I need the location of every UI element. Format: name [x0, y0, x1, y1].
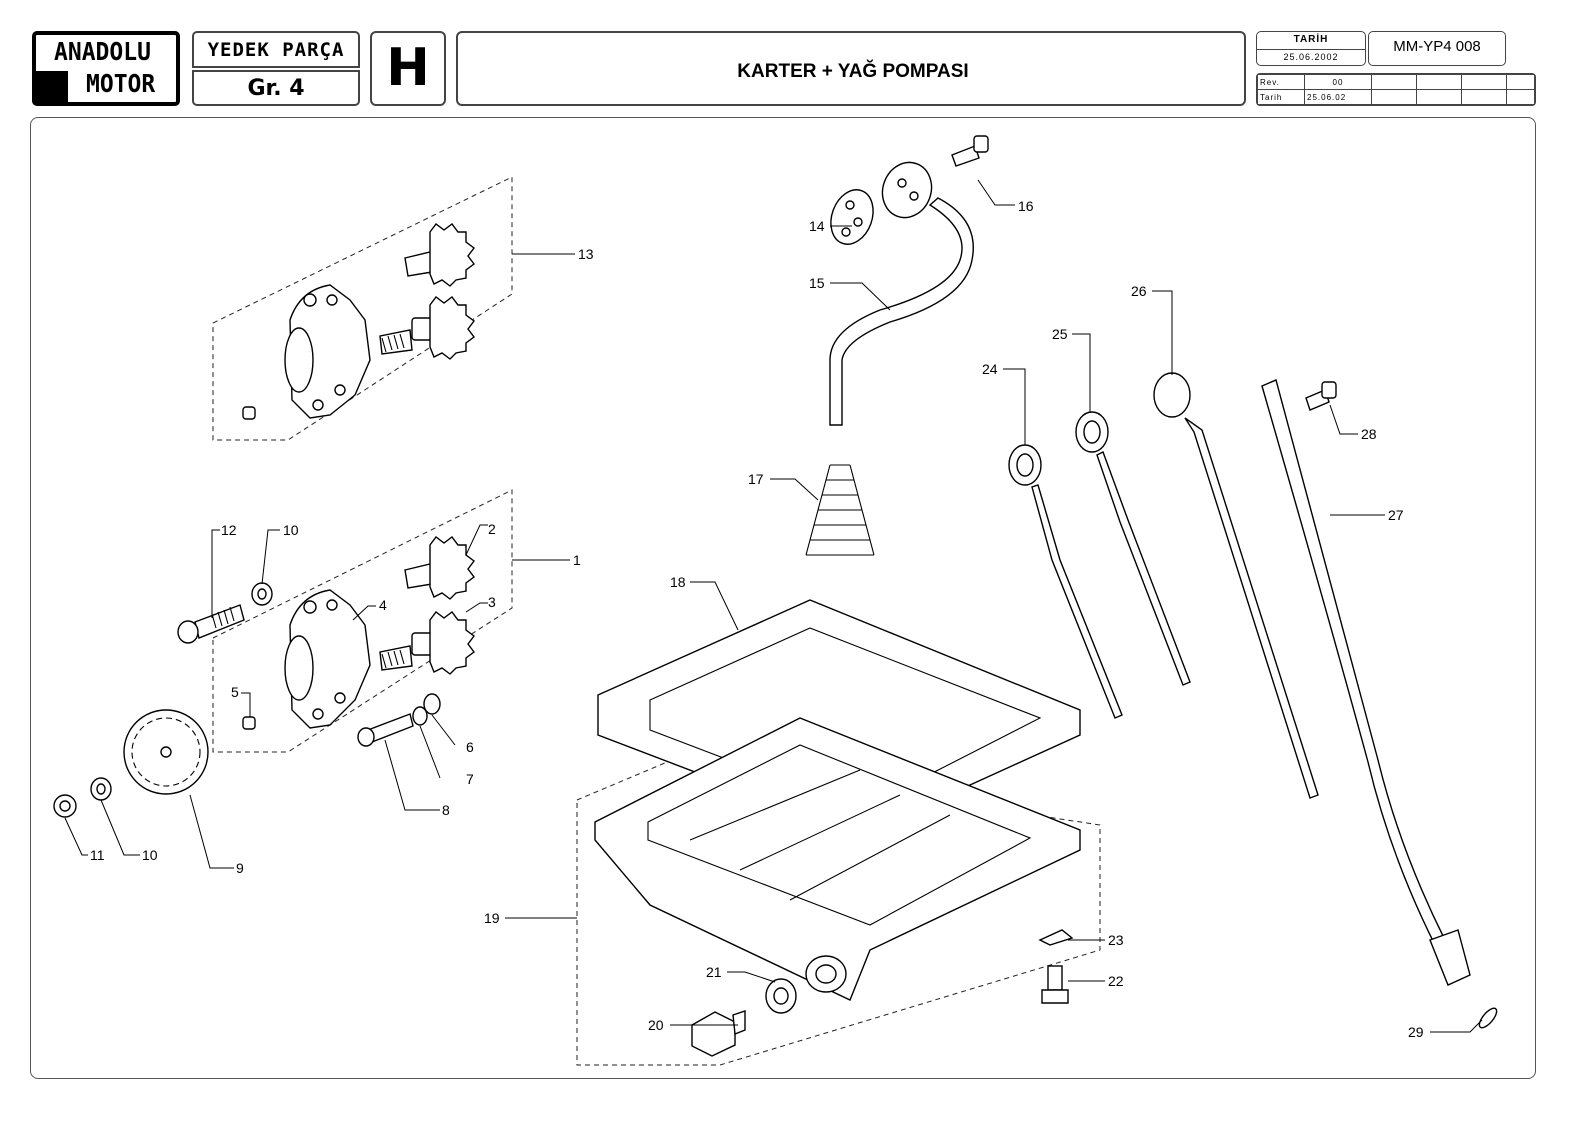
nut-11 [53, 794, 77, 818]
callout-13: 13 [578, 246, 594, 262]
date-label: TARİH [1293, 34, 1329, 45]
callout-10b: 10 [142, 847, 158, 863]
callout-22: 22 [1108, 973, 1124, 989]
callout-24: 24 [982, 361, 998, 377]
bolt-28 [1305, 381, 1337, 411]
callout-8: 8 [442, 802, 450, 818]
callout-20: 20 [648, 1017, 664, 1033]
leader-lines [64, 179, 1483, 1033]
oil-pan-19 [594, 717, 1081, 1001]
bolt-16 [951, 135, 989, 167]
callout-14: 14 [809, 218, 825, 234]
callout-21: 21 [706, 964, 722, 980]
anadolu-motor-logo: ANADOLU MOTOR [32, 31, 180, 106]
callout-16: 16 [1018, 198, 1034, 214]
drawing-frame [30, 117, 1536, 1079]
logo-line-2: MOTOR [86, 69, 156, 98]
callout-25: 25 [1052, 326, 1068, 342]
spare-parts-label: YEDEK PARÇA [192, 31, 360, 68]
callout-17: 17 [748, 471, 764, 487]
strainer-plate-14 [830, 189, 874, 245]
section-letter: H [370, 31, 446, 106]
spring-17 [805, 464, 875, 556]
group-label: Gr. 4 [192, 70, 360, 106]
date-value: 25.06.2002 [1257, 49, 1365, 62]
spare-parts-box: YEDEK PARÇA Gr. 4 [192, 31, 360, 106]
assembly-1-outline [212, 489, 513, 753]
callout-28: 28 [1361, 426, 1377, 442]
bolt-8 [357, 713, 414, 747]
callout-5: 5 [231, 684, 239, 700]
washer-7 [412, 706, 428, 726]
assembly-13-outline [212, 176, 513, 441]
pump-assembly-1 [242, 536, 475, 730]
washer-6 [423, 693, 441, 715]
drain-plug-20 [691, 1010, 746, 1057]
drawing-title: KARTER + YAĞ POMPASI [737, 61, 969, 82]
dipstick-24 [1008, 444, 1123, 719]
callout-12: 12 [221, 522, 237, 538]
lock-plate-23 [1038, 929, 1074, 946]
logo-block [36, 71, 68, 105]
ring-29 [1478, 1007, 1498, 1029]
document-number: MM-YP4 008 [1368, 31, 1506, 66]
revision-table: Rev. 00 Tarih 25.06.02 [1256, 73, 1536, 106]
dipstick-25 [1075, 411, 1191, 686]
callout-29: 29 [1408, 1024, 1424, 1040]
callout-23: 23 [1108, 932, 1124, 948]
logo-line-1: ANADOLU [54, 37, 151, 66]
callout-7: 7 [466, 771, 474, 787]
callout-6: 6 [466, 739, 474, 755]
callout-27: 27 [1388, 507, 1404, 523]
bolt-12 [177, 604, 245, 644]
pump-assembly-13 [242, 223, 475, 420]
callout-2: 2 [488, 521, 496, 537]
dipstick-tube-27 [1261, 379, 1471, 986]
callout-11: 11 [90, 847, 105, 863]
callout-4: 4 [379, 597, 387, 613]
dipstick-26 [1153, 372, 1319, 799]
callout-18: 18 [670, 574, 686, 590]
callout-19: 19 [484, 910, 500, 926]
callout-9: 9 [236, 860, 244, 876]
gear-9 [123, 709, 209, 795]
callout-15: 15 [809, 275, 825, 291]
oil-pipe-15 [829, 161, 974, 426]
callout-1: 1 [573, 552, 581, 568]
callout-3: 3 [488, 594, 496, 610]
callout-26: 26 [1131, 283, 1147, 299]
callout-10a: 10 [283, 522, 299, 538]
date-box: TARİH 25.06.2002 [1256, 31, 1366, 66]
title-box: KARTER + YAĞ POMPASI [456, 31, 1246, 106]
bolt-22 [1041, 965, 1069, 1004]
